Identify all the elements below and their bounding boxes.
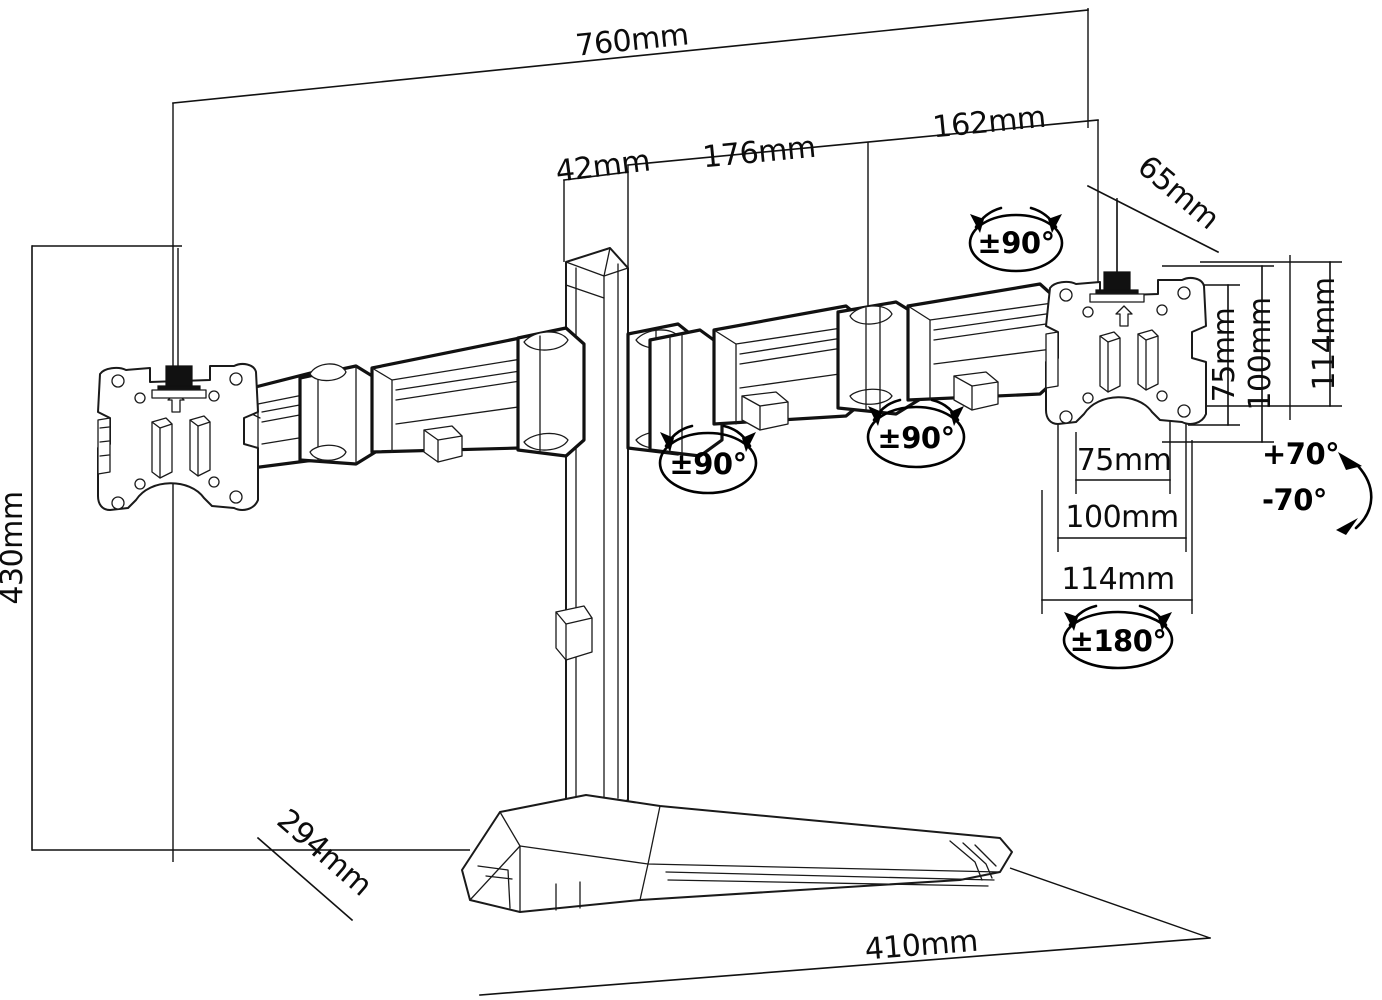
- angle-badge-swivel-left: ±90°: [658, 424, 758, 495]
- label-162mm: 162mm: [931, 100, 1047, 146]
- label-410mm: 410mm: [863, 924, 979, 968]
- dimline-760: [172, 9, 1089, 104]
- dimline-65: [1086, 184, 1220, 254]
- angle-label-tilt-up: +70°: [1262, 437, 1339, 471]
- angle-badge-rotation: ±180°: [1062, 604, 1174, 670]
- label-vesa-h100: 100mm: [1065, 500, 1178, 535]
- label-65mm: 65mm: [1131, 149, 1226, 237]
- dimline-176-162: [627, 119, 1099, 166]
- angle-badge-swivel-head: ±90°: [968, 206, 1064, 273]
- dimension-framework: [31, 8, 1342, 996]
- left-vesa-bracket: [97, 248, 259, 511]
- right-vesa-bracket: [1045, 198, 1207, 425]
- dimline-294: [256, 836, 354, 922]
- dimline-410: [479, 937, 1211, 996]
- witness-410: [1009, 867, 1211, 939]
- label-overall-width: 760mm: [574, 17, 690, 63]
- label-294mm: 294mm: [270, 802, 378, 903]
- angle-badge-swivel-right: ±90°: [866, 398, 966, 469]
- label-vesa-v114: 114mm: [1307, 277, 1342, 390]
- label-vesa-v75: 75mm: [1207, 308, 1242, 403]
- left-arm: [234, 326, 586, 472]
- angle-label-tilt-down: -70°: [1262, 483, 1327, 517]
- right-arm: [626, 282, 1062, 458]
- label-overall-height: 430mm: [0, 491, 30, 604]
- angle-label-swivel-left: ±90°: [669, 447, 746, 481]
- label-vesa-h114: 114mm: [1061, 562, 1174, 597]
- label-42mm: 42mm: [554, 143, 652, 189]
- label-176mm: 176mm: [701, 130, 817, 176]
- label-vesa-v100: 100mm: [1243, 297, 1278, 410]
- stand-base: [461, 794, 1013, 913]
- label-vesa-h75: 75mm: [1077, 443, 1172, 478]
- angle-label-swivel-right: ±90°: [877, 421, 954, 455]
- angle-label-rotation: ±180°: [1070, 624, 1167, 658]
- dimline-42: [563, 171, 629, 181]
- angle-badge-tilt: +70° -70°: [1262, 437, 1373, 535]
- angle-label-swivel-head: ±90°: [977, 226, 1054, 260]
